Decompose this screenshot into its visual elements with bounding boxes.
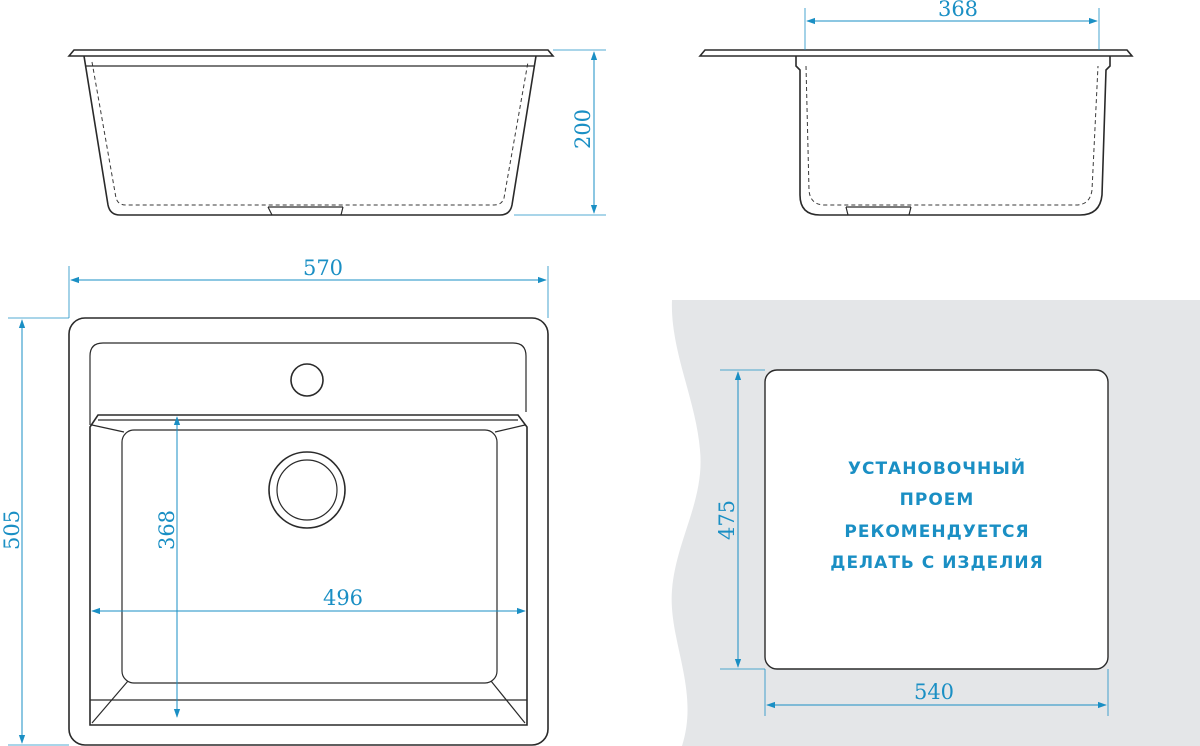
top-width-label: 570 — [303, 256, 343, 280]
bowl-width-label: 496 — [323, 586, 363, 610]
cutout-width-label: 540 — [914, 680, 954, 704]
tap-hole-icon — [290, 363, 324, 397]
drain-outer-icon — [268, 451, 346, 529]
cutout-opening — [764, 369, 1109, 670]
cutout-note-line-2: ПРОЕМ — [900, 490, 975, 510]
front-depth-label: 368 — [938, 0, 978, 21]
drain-inner-icon — [276, 459, 338, 521]
cutout-note-line-3: РЕКОМЕНДУЕТСЯ — [844, 522, 1029, 542]
front-view: 368 — [698, 0, 1134, 216]
side-height-label: 200 — [571, 109, 595, 149]
cutout-note-line-4: ДЕЛАТЬ С ИЗДЕЛИЯ — [830, 553, 1043, 573]
side-view: 200 — [67, 49, 606, 216]
top-depth-label: 505 — [0, 510, 24, 550]
cutout-note-line-1: УСТАНОВОЧНЫЙ — [848, 457, 1026, 479]
cutout-height-label: 475 — [715, 500, 739, 540]
top-view: 570 505 368 496 — [0, 256, 549, 746]
bowl-depth-label: 368 — [155, 510, 179, 550]
cutout-view: УСТАНОВОЧНЫЙ ПРОЕМ РЕКОМЕНДУЕТСЯ ДЕЛАТЬ … — [671, 300, 1200, 746]
